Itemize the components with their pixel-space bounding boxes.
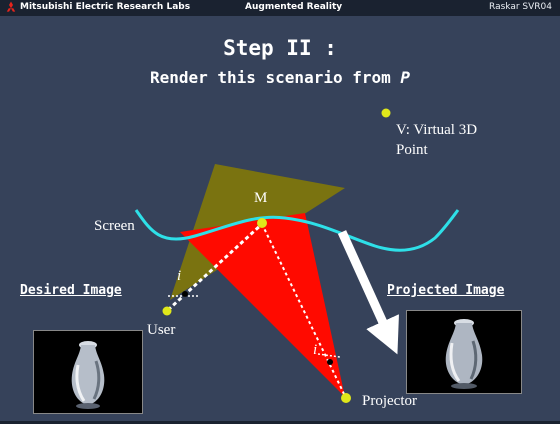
- white-arrow: [337, 230, 399, 355]
- projected-image-caption: Projected Image: [387, 283, 505, 298]
- label-m: M: [254, 190, 268, 206]
- projector-image-point: [327, 359, 333, 365]
- org-name: Mitsubishi Electric Research Labs: [20, 2, 191, 12]
- author-tag: Raskar SVR04: [489, 2, 552, 12]
- label-screen: Screen: [94, 218, 135, 234]
- vase-image-projected: [445, 319, 483, 389]
- footer-bar: [0, 421, 560, 424]
- subtitle-text: Render this scenario from: [149, 68, 391, 87]
- label-i-user: i: [177, 268, 182, 284]
- screen-curve: [134, 209, 460, 252]
- projector-ray: [261, 223, 346, 397]
- label-virtual-point: V: Virtual 3D: [396, 122, 478, 138]
- user-image-point: [182, 291, 188, 297]
- label-projector: Projector: [362, 393, 417, 409]
- slide-subtitle: Render this scenario from P: [0, 68, 560, 87]
- slide-title: Step II :: [223, 36, 337, 60]
- projector-point: [341, 393, 351, 403]
- virtual-point-v: [381, 108, 391, 118]
- desired-image-caption: Desired Image: [20, 283, 122, 298]
- mitsubishi-logo-icon: [6, 1, 16, 12]
- point-m: [257, 218, 267, 228]
- desired-image-photo: [33, 330, 143, 414]
- label-i-projector: i: [313, 342, 318, 358]
- slide-topic: Augmented Reality: [245, 2, 343, 12]
- header-bar: Mitsubishi Electric Research Labs Augmen…: [0, 0, 560, 16]
- label-user: User: [147, 322, 176, 338]
- label-virtual-point-cont: Point: [396, 142, 428, 158]
- projected-image-photo: [406, 310, 522, 394]
- red-frustum: [180, 213, 345, 397]
- vase-image: [71, 341, 105, 409]
- user-point: [162, 306, 172, 316]
- subtitle-variable: P: [400, 68, 411, 87]
